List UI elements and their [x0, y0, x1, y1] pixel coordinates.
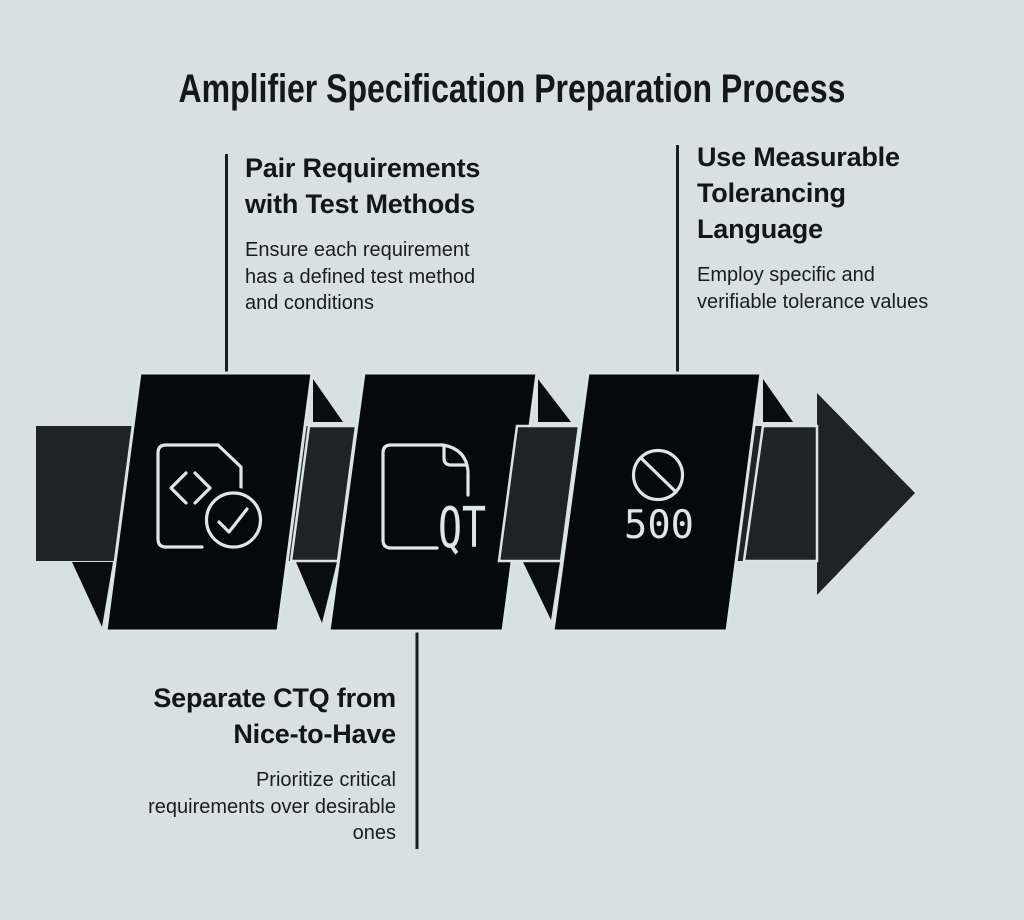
step-2-desc-line: Prioritize critical: [255, 769, 396, 791]
step-3-heading-line: Tolerancing: [697, 178, 846, 208]
step-3-heading-line: Language: [697, 214, 823, 244]
step-1-heading: Pair Requirements with Test Methods: [245, 150, 505, 222]
step-2-heading-line: Separate CTQ from: [153, 683, 396, 713]
code-file-outline: [156, 443, 243, 549]
step-3-description: Employ specific and verifiable tolerance…: [697, 262, 947, 315]
step-2-label: Separate CTQ from Nice-to-Have Prioritiz…: [96, 680, 396, 847]
limit-500-text: 500: [624, 503, 694, 548]
prohibition-circle: [631, 448, 685, 502]
band-gap-piece: [497, 424, 581, 563]
angle-bracket-left: [169, 471, 188, 505]
step-2-description: Prioritize critical requirements over de…: [96, 767, 396, 847]
code-file-check-icon: [156, 443, 266, 553]
fold-triangle-top: [313, 379, 343, 422]
band-gap-piece: [742, 424, 819, 563]
step-3-desc-line: verifiable tolerance values: [697, 290, 929, 313]
step-2-heading: Separate CTQ from Nice-to-Have: [96, 680, 396, 752]
prohibition-slash: [639, 456, 678, 494]
step-2-heading-line: Nice-to-Have: [233, 719, 396, 749]
fold-triangle-top: [538, 379, 571, 422]
document-qt-icon: QT: [381, 443, 486, 561]
qt-icon-text: QT: [438, 496, 486, 561]
band-gap-piece: [289, 424, 358, 563]
angle-bracket-right: [193, 471, 212, 505]
step-1-desc-line: Ensure each requirement: [245, 239, 470, 261]
step-1-heading-line: Pair Requirements: [245, 153, 481, 183]
step-1-description: Ensure each requirement has a defined te…: [245, 237, 505, 317]
step-3-panel: [551, 371, 763, 633]
fold-triangle-top: [763, 379, 793, 422]
document-outline: [381, 443, 445, 550]
prohibition-500-icon: 500: [624, 448, 694, 548]
document-fold-outer: [441, 443, 470, 473]
check-mark: [217, 507, 249, 534]
check-circle: [204, 491, 263, 549]
arrow-head: [817, 393, 915, 595]
step-3-label: Use Measurable Tolerancing Language Empl…: [697, 139, 947, 315]
step-2-desc-line: ones: [352, 822, 396, 844]
step-1-label: Pair Requirements with Test Methods Ensu…: [245, 150, 505, 317]
step-3-desc-line: Employ specific and: [697, 264, 875, 286]
step-2-desc-line: requirements over desirable: [148, 795, 396, 818]
step-1-heading-line: with Test Methods: [245, 189, 476, 219]
page-title: Amplifier Specification Preparation Proc…: [178, 67, 846, 111]
step-3-heading: Use Measurable Tolerancing Language: [697, 139, 947, 247]
step-3-heading-line: Use Measurable: [697, 142, 900, 172]
fold-triangle-bottom: [72, 562, 113, 627]
fold-triangle-bottom: [296, 562, 337, 623]
fold-triangle-bottom: [523, 562, 560, 620]
step-1-desc-line: has a defined test method: [245, 265, 476, 288]
step-1-desc-line: and conditions: [245, 292, 374, 314]
document-fold-flap: [442, 444, 468, 467]
